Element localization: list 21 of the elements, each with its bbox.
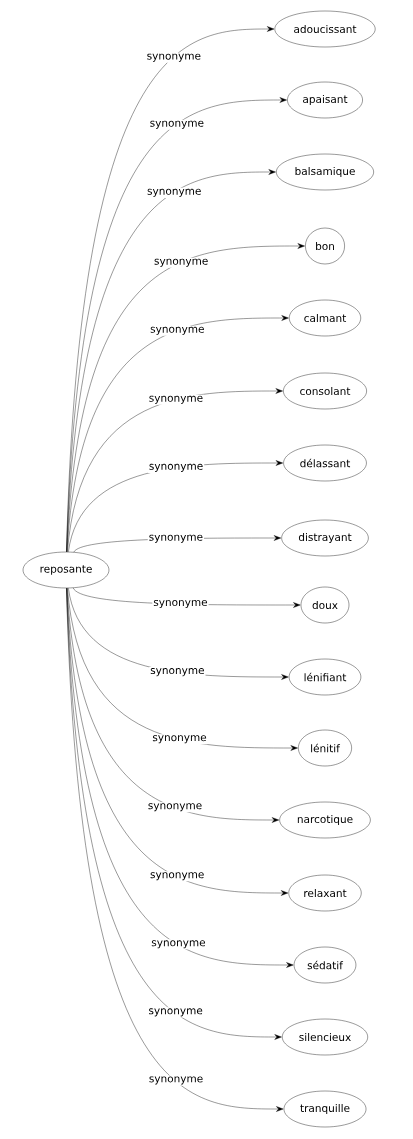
edge-label: synonyme (146, 187, 203, 198)
edge-label: synonyme (147, 1007, 204, 1018)
arrow (66, 315, 289, 552)
edge-label: synonyme (145, 52, 202, 63)
edge-label: synonyme (150, 939, 207, 950)
edge-label: synonyme (147, 462, 205, 473)
edge-label: synonyme (151, 734, 208, 745)
arrow (67, 388, 283, 552)
arrow (66, 588, 280, 823)
arrow (66, 588, 289, 896)
edge-label: synonyme (149, 667, 206, 678)
edge-label: synonyme (146, 802, 204, 813)
edge-label: synonyme (153, 257, 210, 268)
edge-label: synonyme (147, 394, 205, 405)
arrow (66, 243, 305, 552)
edge-label: synonyme (147, 533, 205, 544)
edge-label: synonyme (148, 119, 205, 130)
edge-label: synonyme (152, 599, 209, 610)
edge-label: synonyme (149, 871, 206, 882)
edge-label: synonyme (147, 1075, 205, 1086)
edge-label: synonyme (149, 325, 206, 336)
